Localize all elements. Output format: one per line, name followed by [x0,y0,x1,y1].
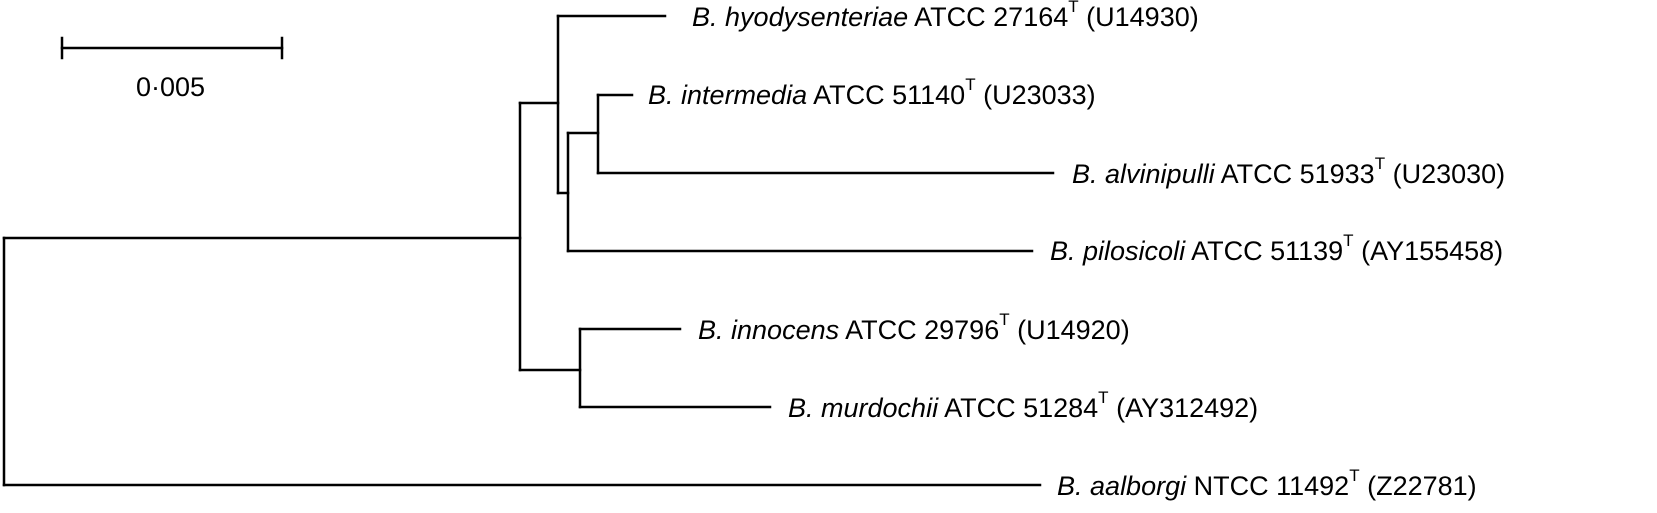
accession-number: (U23030) [1392,159,1506,189]
accession-number: (AY155458) [1361,236,1504,266]
strain-id: ATCC 51933 [1220,159,1375,189]
taxon-label-intermedia: B. intermedia ATCC 51140T (U23033) [648,76,1096,110]
species-name: pilosicoli [1083,236,1186,266]
accession-number: (U14930) [1086,2,1199,32]
accession-number: (U23033) [983,80,1096,110]
type-strain-mark: T [1068,0,1079,16]
species-name: alvinipulli [1105,159,1215,189]
genus: B. [1072,159,1098,189]
genus: B. [692,2,718,32]
genus: B. [648,80,674,110]
strain-id: NTCC 11492 [1193,471,1350,501]
species-name: intermedia [681,80,808,110]
taxon-label-murdochii: B. murdochii ATCC 51284T (AY312492) [788,389,1259,423]
genus: B. [698,315,724,345]
scale-bar-label: 0·005 [136,72,206,102]
accession-number: (U14920) [1017,315,1130,345]
taxon-label-hyodysenteriae: B. hyodysenteriae ATCC 27164T (U14930) [692,0,1199,32]
type-strain-mark: T [1343,231,1354,250]
genus: B. [788,393,814,423]
taxon-label-aalborgi: B. aalborgi NTCC 11492T (Z22781) [1057,467,1477,501]
species-name: aalborgi [1090,471,1187,501]
strain-id: ATCC 27164 [914,2,1069,32]
strain-id: ATCC 51140 [813,80,966,110]
strain-id: ATCC 51139 [1191,236,1344,266]
type-strain-mark: T [1349,466,1360,485]
species-name: hyodysenteriae [725,2,909,32]
type-strain-mark: T [1098,388,1109,407]
accession-number: (AY312492) [1116,393,1259,423]
species-name: murdochii [821,393,939,423]
type-strain-mark: T [965,75,976,94]
genus: B. [1050,236,1076,266]
type-strain-mark: T [999,310,1010,329]
strain-id: ATCC 29796 [845,315,1000,345]
taxon-label-alvinipulli: B. alvinipulli ATCC 51933T (U23030) [1072,155,1506,189]
species-name: innocens [731,315,840,345]
type-strain-mark: T [1374,154,1386,173]
taxon-label-pilosicoli: B. pilosicoli ATCC 51139T (AY155458) [1050,232,1504,266]
accession-number: (Z22781) [1367,471,1477,501]
genus: B. [1057,471,1083,501]
strain-id: ATCC 51284 [944,393,1099,423]
taxon-label-innocens: B. innocens ATCC 29796T (U14920) [698,311,1130,345]
